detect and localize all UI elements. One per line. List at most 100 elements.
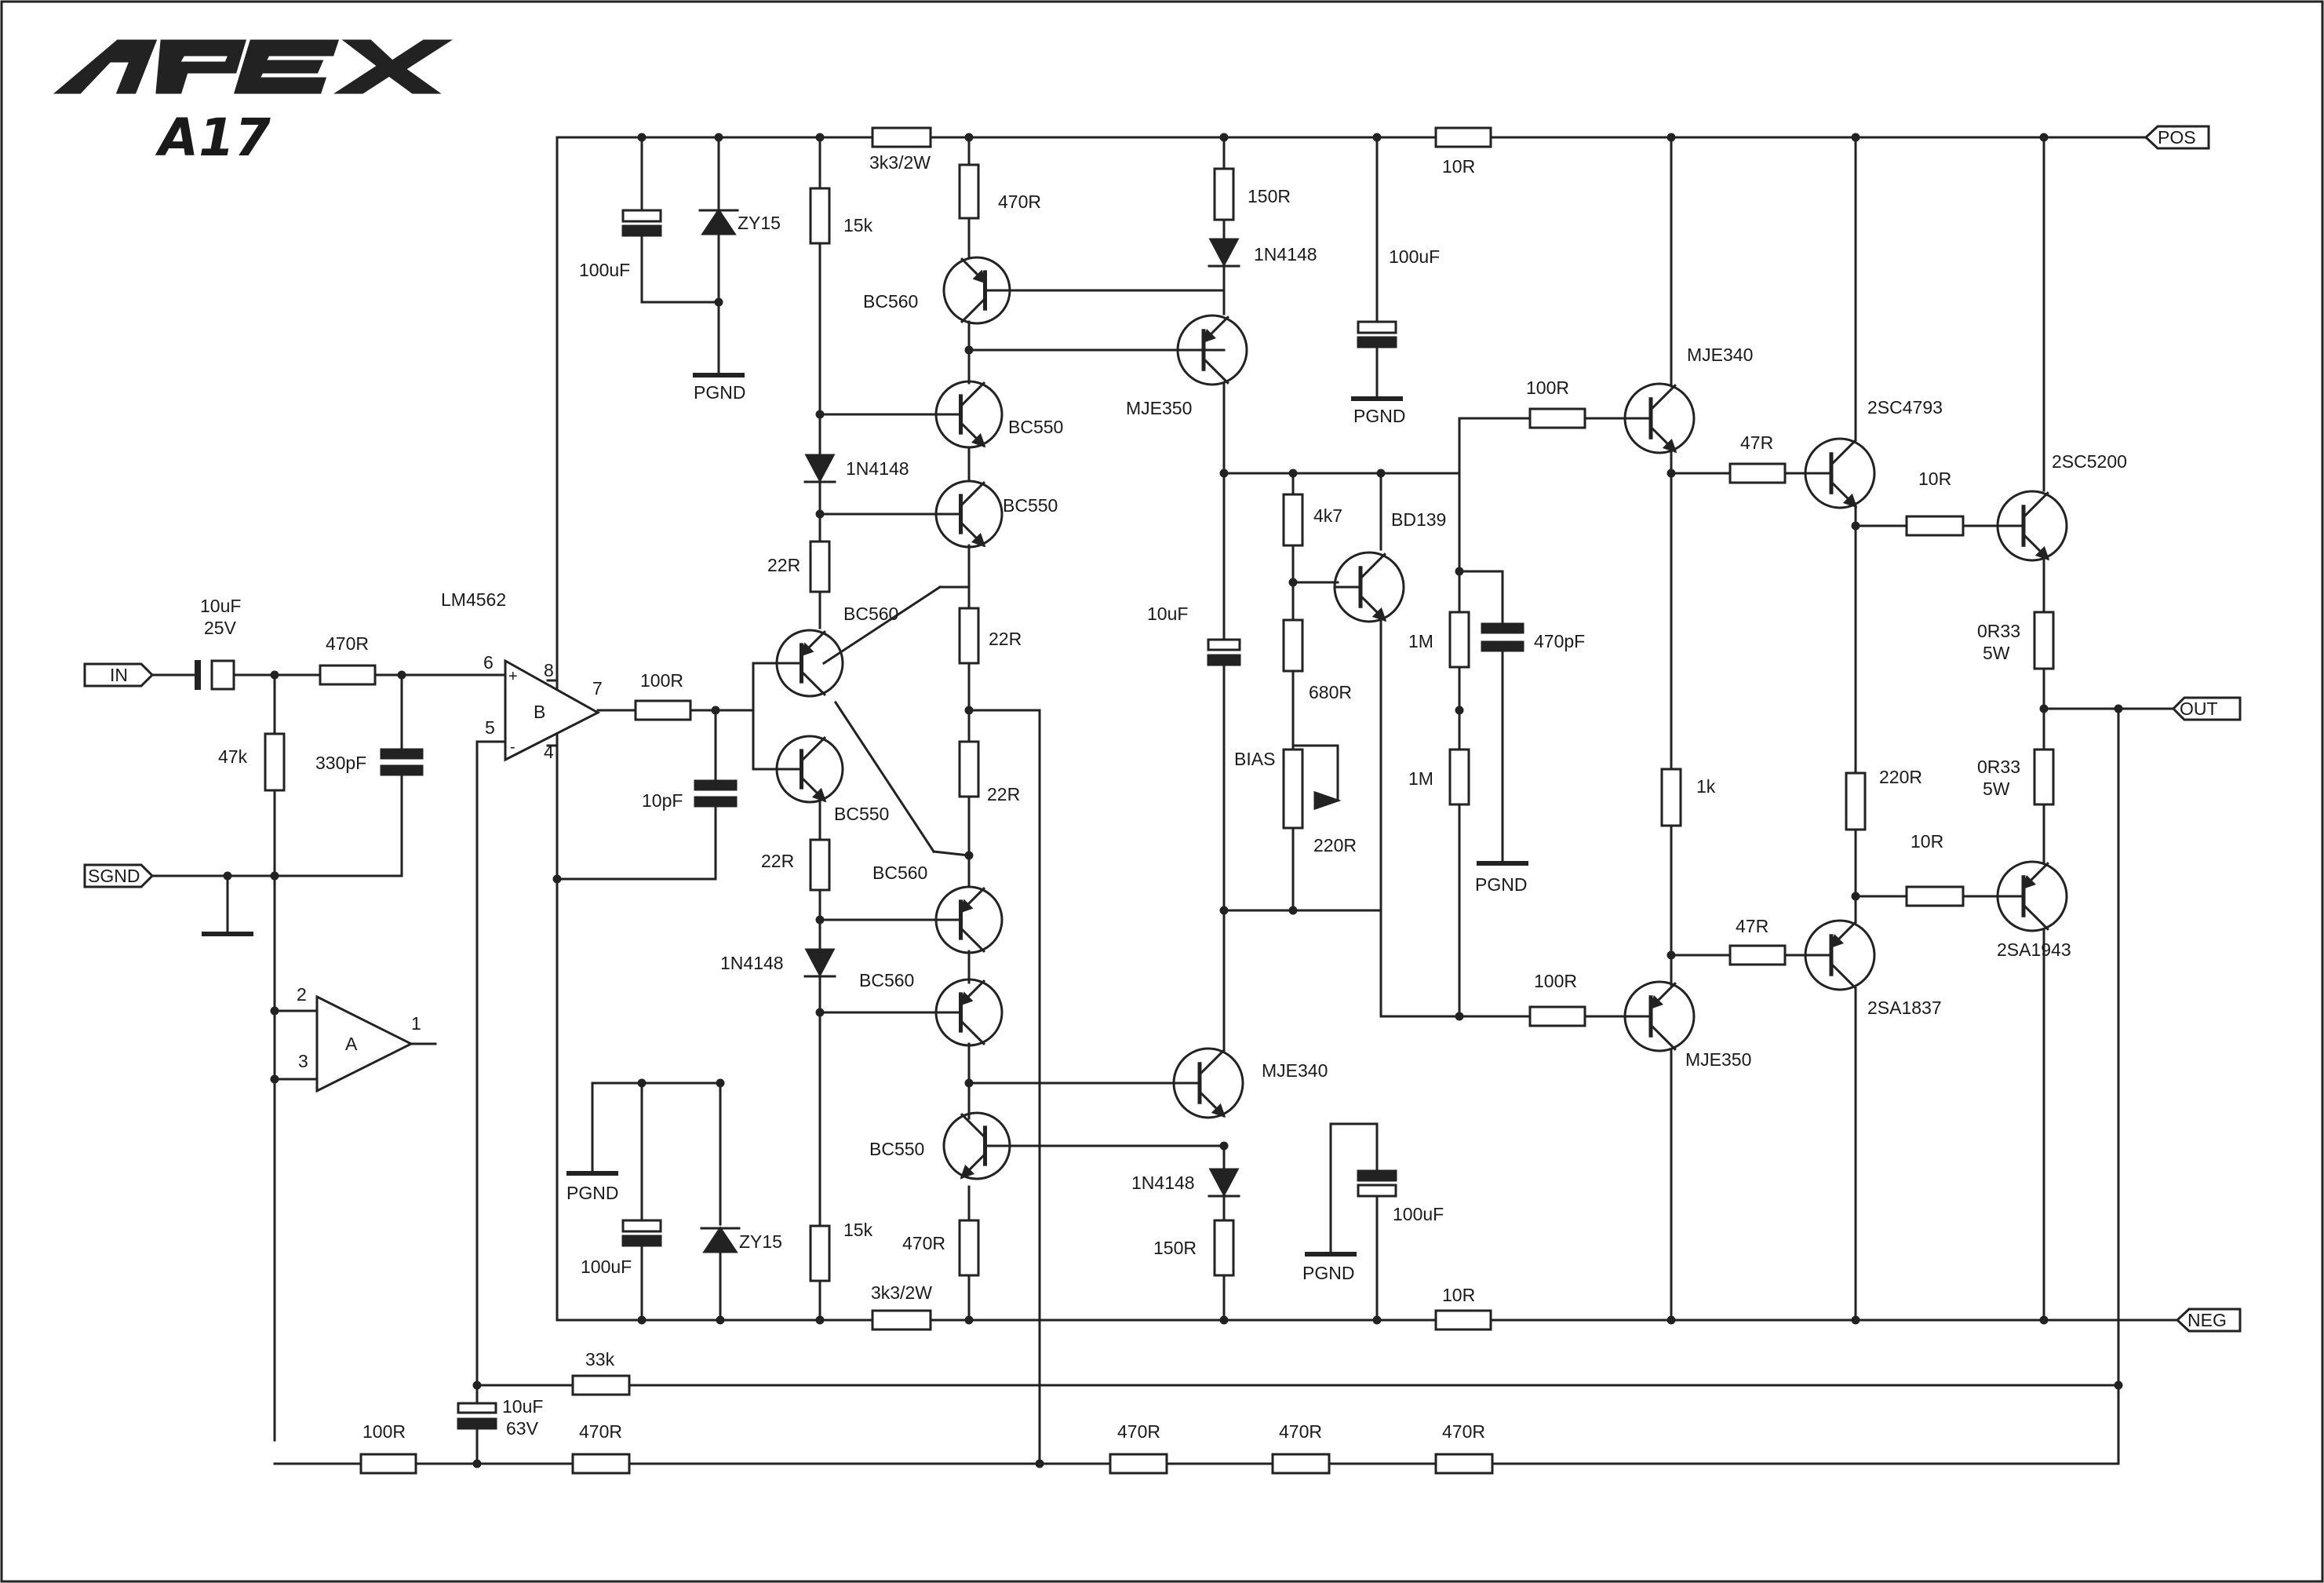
r47-top-label: 47R	[1740, 432, 1773, 453]
c-in-voltage: 25V	[204, 618, 237, 638]
r-gnd-label: 47k	[218, 746, 248, 767]
transistor-bd139	[1333, 551, 1405, 623]
junction	[223, 871, 232, 881]
pos-port: POS	[2144, 125, 2210, 150]
r15k-top-label: 15k	[843, 215, 873, 235]
junction	[964, 345, 974, 355]
output-stage	[2033, 136, 2175, 1465]
junction	[1219, 906, 1229, 915]
opamp-a	[273, 994, 437, 1093]
transistor-bc560-top	[942, 256, 1011, 325]
r150-bot-label: 150R	[1153, 1238, 1197, 1258]
bot-zener-label: ZY15	[739, 1231, 782, 1252]
opamp-pin8: 8	[544, 660, 554, 680]
fb-r470-1-label: 470R	[579, 1421, 622, 1442]
q-bc550-bot-label: BC550	[869, 1139, 924, 1159]
fb-r470-4-label: 470R	[1442, 1421, 1485, 1442]
bottom-reg	[566, 1081, 741, 1322]
r680-label: 680R	[1309, 682, 1352, 702]
transistor-2sc4793	[1804, 437, 1876, 509]
top-pgnd-label: PGND	[694, 382, 745, 403]
q-bc550-2-label: BC550	[1003, 495, 1058, 516]
bias-pot-label: BIAS	[1234, 749, 1275, 769]
junction	[1376, 469, 1386, 478]
q-pre-bot-label: 2SA1837	[1867, 998, 1942, 1018]
junction	[472, 1381, 482, 1390]
input-network	[151, 659, 504, 1442]
c-rail-bot-label: 100uF	[1393, 1204, 1444, 1224]
junction	[1851, 892, 1860, 901]
junction	[472, 1459, 482, 1468]
re-bot-label: 0R33	[1977, 757, 2020, 777]
q-bc550-in-label: BC550	[834, 804, 889, 824]
junction	[1035, 1459, 1044, 1468]
junction	[815, 509, 825, 519]
feedback-network	[273, 1374, 2120, 1475]
transistor-bc550-1	[934, 380, 1004, 449]
q-out-bot-label: 2SA1943	[1997, 939, 2071, 960]
r1m-top-label: 1M	[1408, 631, 1433, 651]
r100-bot-label: 100R	[1534, 971, 1577, 991]
c470p-label: 470pF	[1534, 631, 1585, 651]
neg-port: NEG	[2175, 1308, 2242, 1333]
r22-1-label: 22R	[767, 555, 800, 575]
junction	[1455, 567, 1464, 576]
q-bc560-2-label: BC560	[872, 863, 927, 883]
top-zener-label: ZY15	[738, 213, 781, 233]
out-port: OUT	[2171, 696, 2242, 721]
opamp-pin6: 6	[483, 652, 494, 673]
q-bc550-1-label: BC550	[1008, 417, 1063, 437]
transistor-bc550-in	[775, 735, 844, 804]
junction	[964, 1078, 974, 1088]
opamp-pin1: 1	[411, 1013, 421, 1034]
junction	[270, 1074, 279, 1084]
r22-2-label: 22R	[761, 851, 794, 871]
bd139-label: BD139	[1391, 509, 1446, 530]
r470-bot-label: 470R	[902, 1233, 945, 1253]
opamp-c-comp: 10pF	[642, 790, 683, 811]
junction	[1219, 469, 1229, 478]
junction	[2039, 1315, 2049, 1325]
opamp-pin5: 5	[485, 717, 495, 738]
junction	[270, 670, 279, 680]
opamp-b-plus: +	[508, 668, 518, 685]
junction	[714, 297, 723, 307]
r22-3-label: 22R	[989, 629, 1022, 649]
opamp-b-name: B	[534, 702, 545, 722]
d-bot-label: 1N4148	[720, 953, 784, 973]
r47-bot-label: 47R	[1736, 916, 1768, 936]
transistor-2sa1837	[1804, 919, 1876, 991]
d2-bot-label: 1N4148	[1131, 1173, 1195, 1193]
opamp-pin4: 4	[544, 742, 554, 762]
bot-pgnd-label: PGND	[566, 1183, 618, 1203]
junction	[711, 706, 720, 715]
junction	[1288, 906, 1298, 915]
r33k-label: 33k	[585, 1349, 615, 1370]
junction	[1372, 133, 1382, 142]
c-fb-label: 10uF	[502, 1396, 543, 1417]
transistor-bc550-bot	[942, 1111, 1011, 1180]
r150-top-label: 150R	[1248, 186, 1291, 206]
driver-q-top-label: MJE340	[1687, 345, 1753, 365]
junction-dots	[223, 133, 2123, 1468]
r10-top-label: 10R	[1442, 156, 1475, 177]
junction	[1667, 469, 1676, 478]
junction	[815, 410, 825, 419]
top-rail-pgnd: PGND	[1353, 406, 1405, 426]
junction	[2114, 704, 2123, 713]
bot-cap-label: 100uF	[581, 1257, 632, 1277]
q-bc560-top-label: BC560	[863, 291, 918, 312]
svg-text:IN: IN	[110, 665, 128, 685]
transistor-bc550-2	[934, 480, 1004, 549]
junction	[1372, 1315, 1382, 1325]
re-top-label: 0R33	[1977, 621, 2020, 641]
junction	[815, 133, 825, 142]
q-bc560-3-label: BC560	[859, 970, 914, 990]
junction	[964, 133, 974, 142]
driver-q-bot-label: MJE350	[1685, 1049, 1751, 1070]
re-top-power: 5W	[1983, 643, 2010, 663]
fb-r470-3-label: 470R	[1279, 1421, 1322, 1442]
junction	[2039, 704, 2049, 713]
c-hf-label: 330pF	[315, 753, 366, 773]
